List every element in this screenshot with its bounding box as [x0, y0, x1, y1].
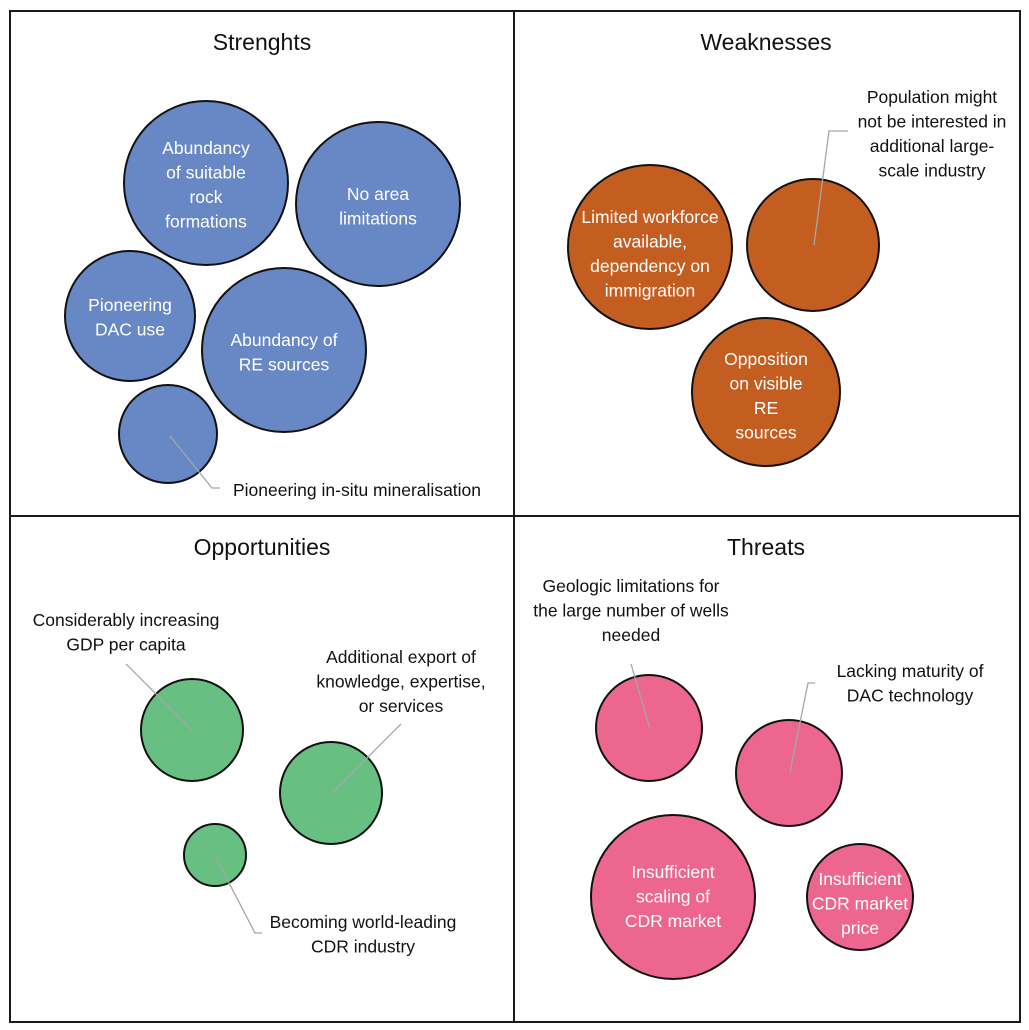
- weaknesses-bubble-label: Population might not be interested in addi…: [858, 87, 1007, 181]
- label-line: price: [841, 918, 879, 938]
- strengths-item-2: No area limitations: [295, 121, 461, 287]
- opportunities-item-2: Additional export of knowledge, expertise…: [279, 647, 486, 845]
- strengths-title: Strenghts: [213, 29, 311, 55]
- label-line: the large number of wells: [533, 601, 729, 621]
- label-line: RE: [754, 398, 778, 418]
- label-line: DAC use: [95, 320, 165, 340]
- opportunities-title: Opportunities: [194, 534, 331, 560]
- opportunities-leader-line: [125, 663, 193, 731]
- threats-bubble-label: Geologic limitations for the large number…: [533, 576, 729, 645]
- threats-title: Threats: [727, 534, 805, 560]
- opportunities-bubble-label: Additional export of knowledge, expertise…: [316, 647, 485, 716]
- label-line: GDP per capita: [66, 635, 186, 655]
- threats-bubble: [806, 843, 914, 951]
- label-line: Abundancy of: [230, 330, 337, 350]
- bubbles-layer: Abundancy of suitable rock formations No are…: [33, 87, 1007, 980]
- label-line: Geologic limitations for: [542, 576, 719, 596]
- strengths-bubble: [295, 121, 461, 287]
- opportunities-bubble: [183, 823, 247, 887]
- label-line: CDR industry: [311, 937, 415, 957]
- label-line: or services: [359, 696, 444, 716]
- weaknesses-bubble-label: Limited workforce available, dependency on…: [581, 207, 718, 301]
- opportunities-leader-line: [331, 723, 402, 794]
- label-line: RE sources: [239, 355, 330, 375]
- label-line: dependency on: [590, 256, 710, 276]
- label-line: limitations: [339, 209, 417, 229]
- label-line: not be interested in: [858, 112, 1007, 132]
- opportunities-bubble: [279, 741, 383, 845]
- label-line: knowledge, expertise,: [316, 672, 485, 692]
- label-line: scaling of: [636, 887, 710, 907]
- strengths-leader-line: [169, 435, 220, 489]
- label-line: CDR market: [625, 911, 721, 931]
- label-line: Population might: [867, 87, 997, 107]
- label-line: rock: [189, 187, 222, 207]
- label-line: sources: [735, 423, 797, 443]
- strengths-bubble: [64, 250, 196, 382]
- weaknesses-item-2: Population might not be interested in addi…: [746, 87, 1007, 312]
- threats-item-1: Geologic limitations for the large number…: [533, 576, 729, 782]
- strengths-bubble: [118, 384, 218, 484]
- weaknesses-title: Weaknesses: [700, 29, 831, 55]
- label-line: CDR market: [812, 894, 908, 914]
- weaknesses-item-1: Limited workforce available, dependency on…: [567, 164, 733, 330]
- strengths-bubble-label: Abundancy of RE sources: [230, 330, 337, 375]
- label-line: Insufficient: [631, 862, 714, 882]
- strengths-item-4: Abundancy of RE sources: [201, 267, 367, 433]
- label-line: on visible: [730, 374, 803, 394]
- strengths-bubble-label: Abundancy of suitable rock formations: [162, 138, 250, 232]
- opportunities-leader-line: [214, 855, 262, 934]
- strengths-bubble-label: No area limitations: [339, 184, 417, 229]
- strengths-item-5: Pioneering in-situ mineralisation: [118, 384, 481, 500]
- label-line: Additional export of: [326, 647, 476, 667]
- label-line: Becoming world-leading: [270, 912, 457, 932]
- threats-bubble-label: Lacking maturity of DAC technology: [837, 661, 984, 706]
- strengths-bubble: [123, 100, 289, 266]
- weaknesses-bubble: [691, 317, 841, 467]
- threats-bubble-label: Insufficient scaling of CDR market: [625, 862, 721, 931]
- threats-item-2: Lacking maturity of DAC technology: [735, 661, 984, 827]
- label-line: Lacking maturity of: [837, 661, 984, 681]
- threats-bubble: [590, 814, 756, 980]
- label-line: Insufficient: [818, 869, 901, 889]
- label-line: additional large-: [870, 136, 995, 156]
- strengths-bubble: [201, 267, 367, 433]
- weaknesses-bubble: [567, 164, 733, 330]
- label-line: Opposition: [724, 349, 808, 369]
- label-line: DAC technology: [847, 686, 974, 706]
- label-line: needed: [602, 625, 660, 645]
- label-line: No area: [347, 184, 410, 204]
- threats-leader-line: [630, 663, 651, 730]
- label-line: Pioneering: [88, 295, 172, 315]
- strengths-bubble-label: Pioneering in-situ mineralisation: [233, 480, 481, 500]
- threats-leader-line: [789, 682, 815, 773]
- threats-bubble: [735, 719, 843, 827]
- label-line: of suitable: [166, 163, 246, 183]
- weaknesses-leader-line: [813, 130, 848, 246]
- label-line: available,: [613, 232, 687, 252]
- label-line: Abundancy: [162, 138, 250, 158]
- label-line: immigration: [605, 281, 695, 301]
- label-line: scale industry: [879, 161, 986, 181]
- label-line: Considerably increasing: [33, 610, 220, 630]
- strengths-item-1: Abundancy of suitable rock formations: [123, 100, 289, 266]
- weaknesses-bubble: [746, 178, 880, 312]
- threats-bubble: [595, 674, 703, 782]
- label-line: Limited workforce: [581, 207, 718, 227]
- label-line: Pioneering in-situ mineralisation: [233, 480, 481, 500]
- threats-item-3: Insufficient scaling of CDR market: [590, 814, 756, 980]
- label-line: formations: [165, 212, 247, 232]
